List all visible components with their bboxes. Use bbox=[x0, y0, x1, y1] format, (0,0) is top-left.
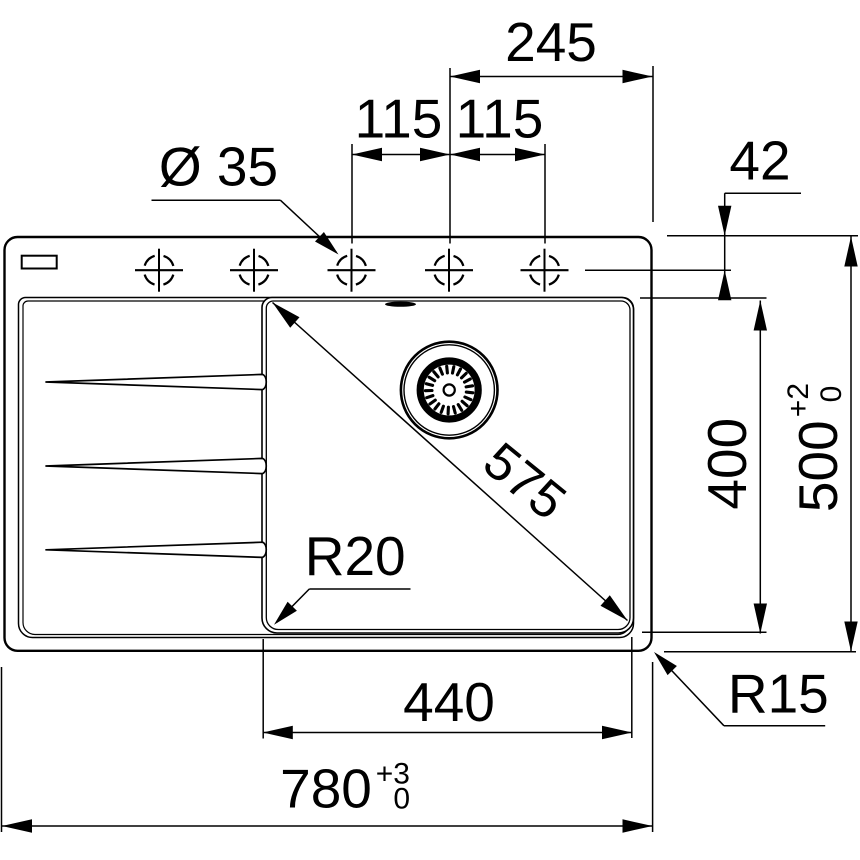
svg-text:R15: R15 bbox=[728, 663, 829, 725]
svg-text:115: 115 bbox=[355, 88, 443, 150]
svg-text:500: 500 bbox=[787, 420, 849, 512]
svg-text:245: 245 bbox=[505, 11, 597, 73]
svg-text:Ø 35: Ø 35 bbox=[159, 136, 278, 198]
svg-text:440: 440 bbox=[403, 671, 495, 733]
svg-text:42: 42 bbox=[729, 130, 790, 192]
svg-text:400: 400 bbox=[696, 418, 758, 510]
svg-text:115: 115 bbox=[456, 88, 544, 150]
svg-text:0: 0 bbox=[815, 386, 848, 403]
svg-text:+2: +2 bbox=[782, 383, 815, 417]
svg-text:780: 780 bbox=[280, 758, 372, 820]
svg-text:0: 0 bbox=[393, 783, 410, 816]
svg-text:R20: R20 bbox=[305, 525, 406, 587]
svg-text:+3: +3 bbox=[376, 758, 410, 791]
